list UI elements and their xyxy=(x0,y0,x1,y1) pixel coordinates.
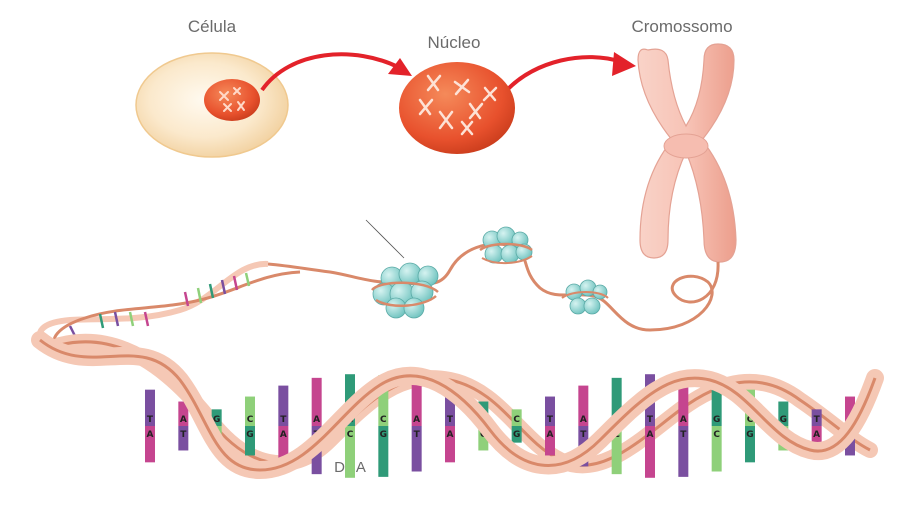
base-A-bottom: A xyxy=(645,426,655,478)
chromosome-label: Cromossomo xyxy=(631,17,732,36)
base-A-bottom: A xyxy=(545,426,555,456)
base-letter: G xyxy=(513,430,520,440)
base-A-top: A xyxy=(411,380,422,426)
cell-illustration xyxy=(135,52,289,158)
base-letter: G xyxy=(746,430,753,440)
base-letter: C xyxy=(247,415,254,425)
nucleus-illustration xyxy=(399,62,515,154)
chromosome-illustration xyxy=(637,43,737,263)
base-letter: A xyxy=(147,430,154,440)
base-A-top: A xyxy=(311,377,322,426)
base-letter: A xyxy=(413,415,420,425)
base-letter: C xyxy=(347,430,354,440)
base-letter: A xyxy=(813,430,820,440)
base-T-bottom: T xyxy=(678,426,689,477)
base-A-bottom: A xyxy=(811,426,822,443)
base-letter: C xyxy=(513,415,520,425)
base-T-bottom: T xyxy=(411,426,422,472)
base-C-top: C xyxy=(511,409,522,426)
nucleus-label: Núcleo xyxy=(428,33,481,52)
base-A-top: A xyxy=(178,401,189,426)
base-G-bottom: G xyxy=(745,426,755,463)
base-letter: T xyxy=(814,415,821,425)
base-C-bottom: C xyxy=(345,426,355,478)
base-letter: C xyxy=(380,415,387,425)
base-letter: A xyxy=(547,430,554,440)
base-C-bottom: C xyxy=(711,426,722,472)
base-T-top: T xyxy=(278,385,289,426)
base-letter: C xyxy=(713,430,720,440)
base-G-top: G xyxy=(778,401,789,426)
base-letter: G xyxy=(213,415,220,425)
base-G-bottom: G xyxy=(511,426,522,443)
nucleosome-large xyxy=(371,262,439,319)
base-C-top: C xyxy=(378,375,389,426)
nucleosome-medium xyxy=(479,226,533,264)
base-T-top: T xyxy=(545,396,555,426)
base-G-top: G xyxy=(211,409,222,426)
base-letter: A xyxy=(280,430,287,440)
base-letter: C xyxy=(747,415,754,425)
base-A-bottom: A xyxy=(445,426,455,463)
base-G-bottom: G xyxy=(245,426,255,456)
base-A-top: A xyxy=(578,385,589,426)
base-letter: A xyxy=(180,415,187,425)
base-T-top: T xyxy=(145,389,155,426)
base-letter: G xyxy=(380,430,387,440)
base-T-bottom: T xyxy=(178,426,189,451)
base-letter: A xyxy=(580,415,587,425)
arrow-cell-to-nucleus xyxy=(260,52,412,92)
base-letter: T xyxy=(147,415,154,425)
cell-label: Célula xyxy=(188,17,237,36)
base-letter: G xyxy=(780,415,787,425)
base-letter: A xyxy=(680,415,687,425)
base-letter: T xyxy=(547,415,554,425)
base-letter: T xyxy=(280,415,287,425)
base-letter: T xyxy=(414,430,421,440)
base-C-top: C xyxy=(245,396,255,426)
base-G-bottom: G xyxy=(378,426,389,477)
nucleosome-small xyxy=(561,279,609,315)
base-letter: T xyxy=(647,415,654,425)
base-letter: A xyxy=(447,430,454,440)
base-A-top: A xyxy=(678,375,689,426)
arrow-nucleus-to-chromosome xyxy=(503,52,636,94)
base-A-bottom: A xyxy=(145,426,155,463)
base-letter: A xyxy=(647,430,654,440)
base-letter: A xyxy=(313,415,320,425)
base-letter: G xyxy=(713,415,720,425)
base-G-top: G xyxy=(711,380,722,426)
base-letter: G xyxy=(246,430,253,440)
base-letter: T xyxy=(580,430,587,440)
base-A-bottom: A xyxy=(278,426,289,467)
base-letter: T xyxy=(680,430,687,440)
base-letter: T xyxy=(180,430,187,440)
base-letter: T xyxy=(447,415,454,425)
dna-double-helix: TAATGCCGTAATGCCGATTAGCCGTAATGCTAATGCCGGC… xyxy=(31,331,884,480)
pointer-line xyxy=(365,219,405,259)
base-T-top: T xyxy=(445,389,455,426)
base-T-top: T xyxy=(811,409,822,426)
